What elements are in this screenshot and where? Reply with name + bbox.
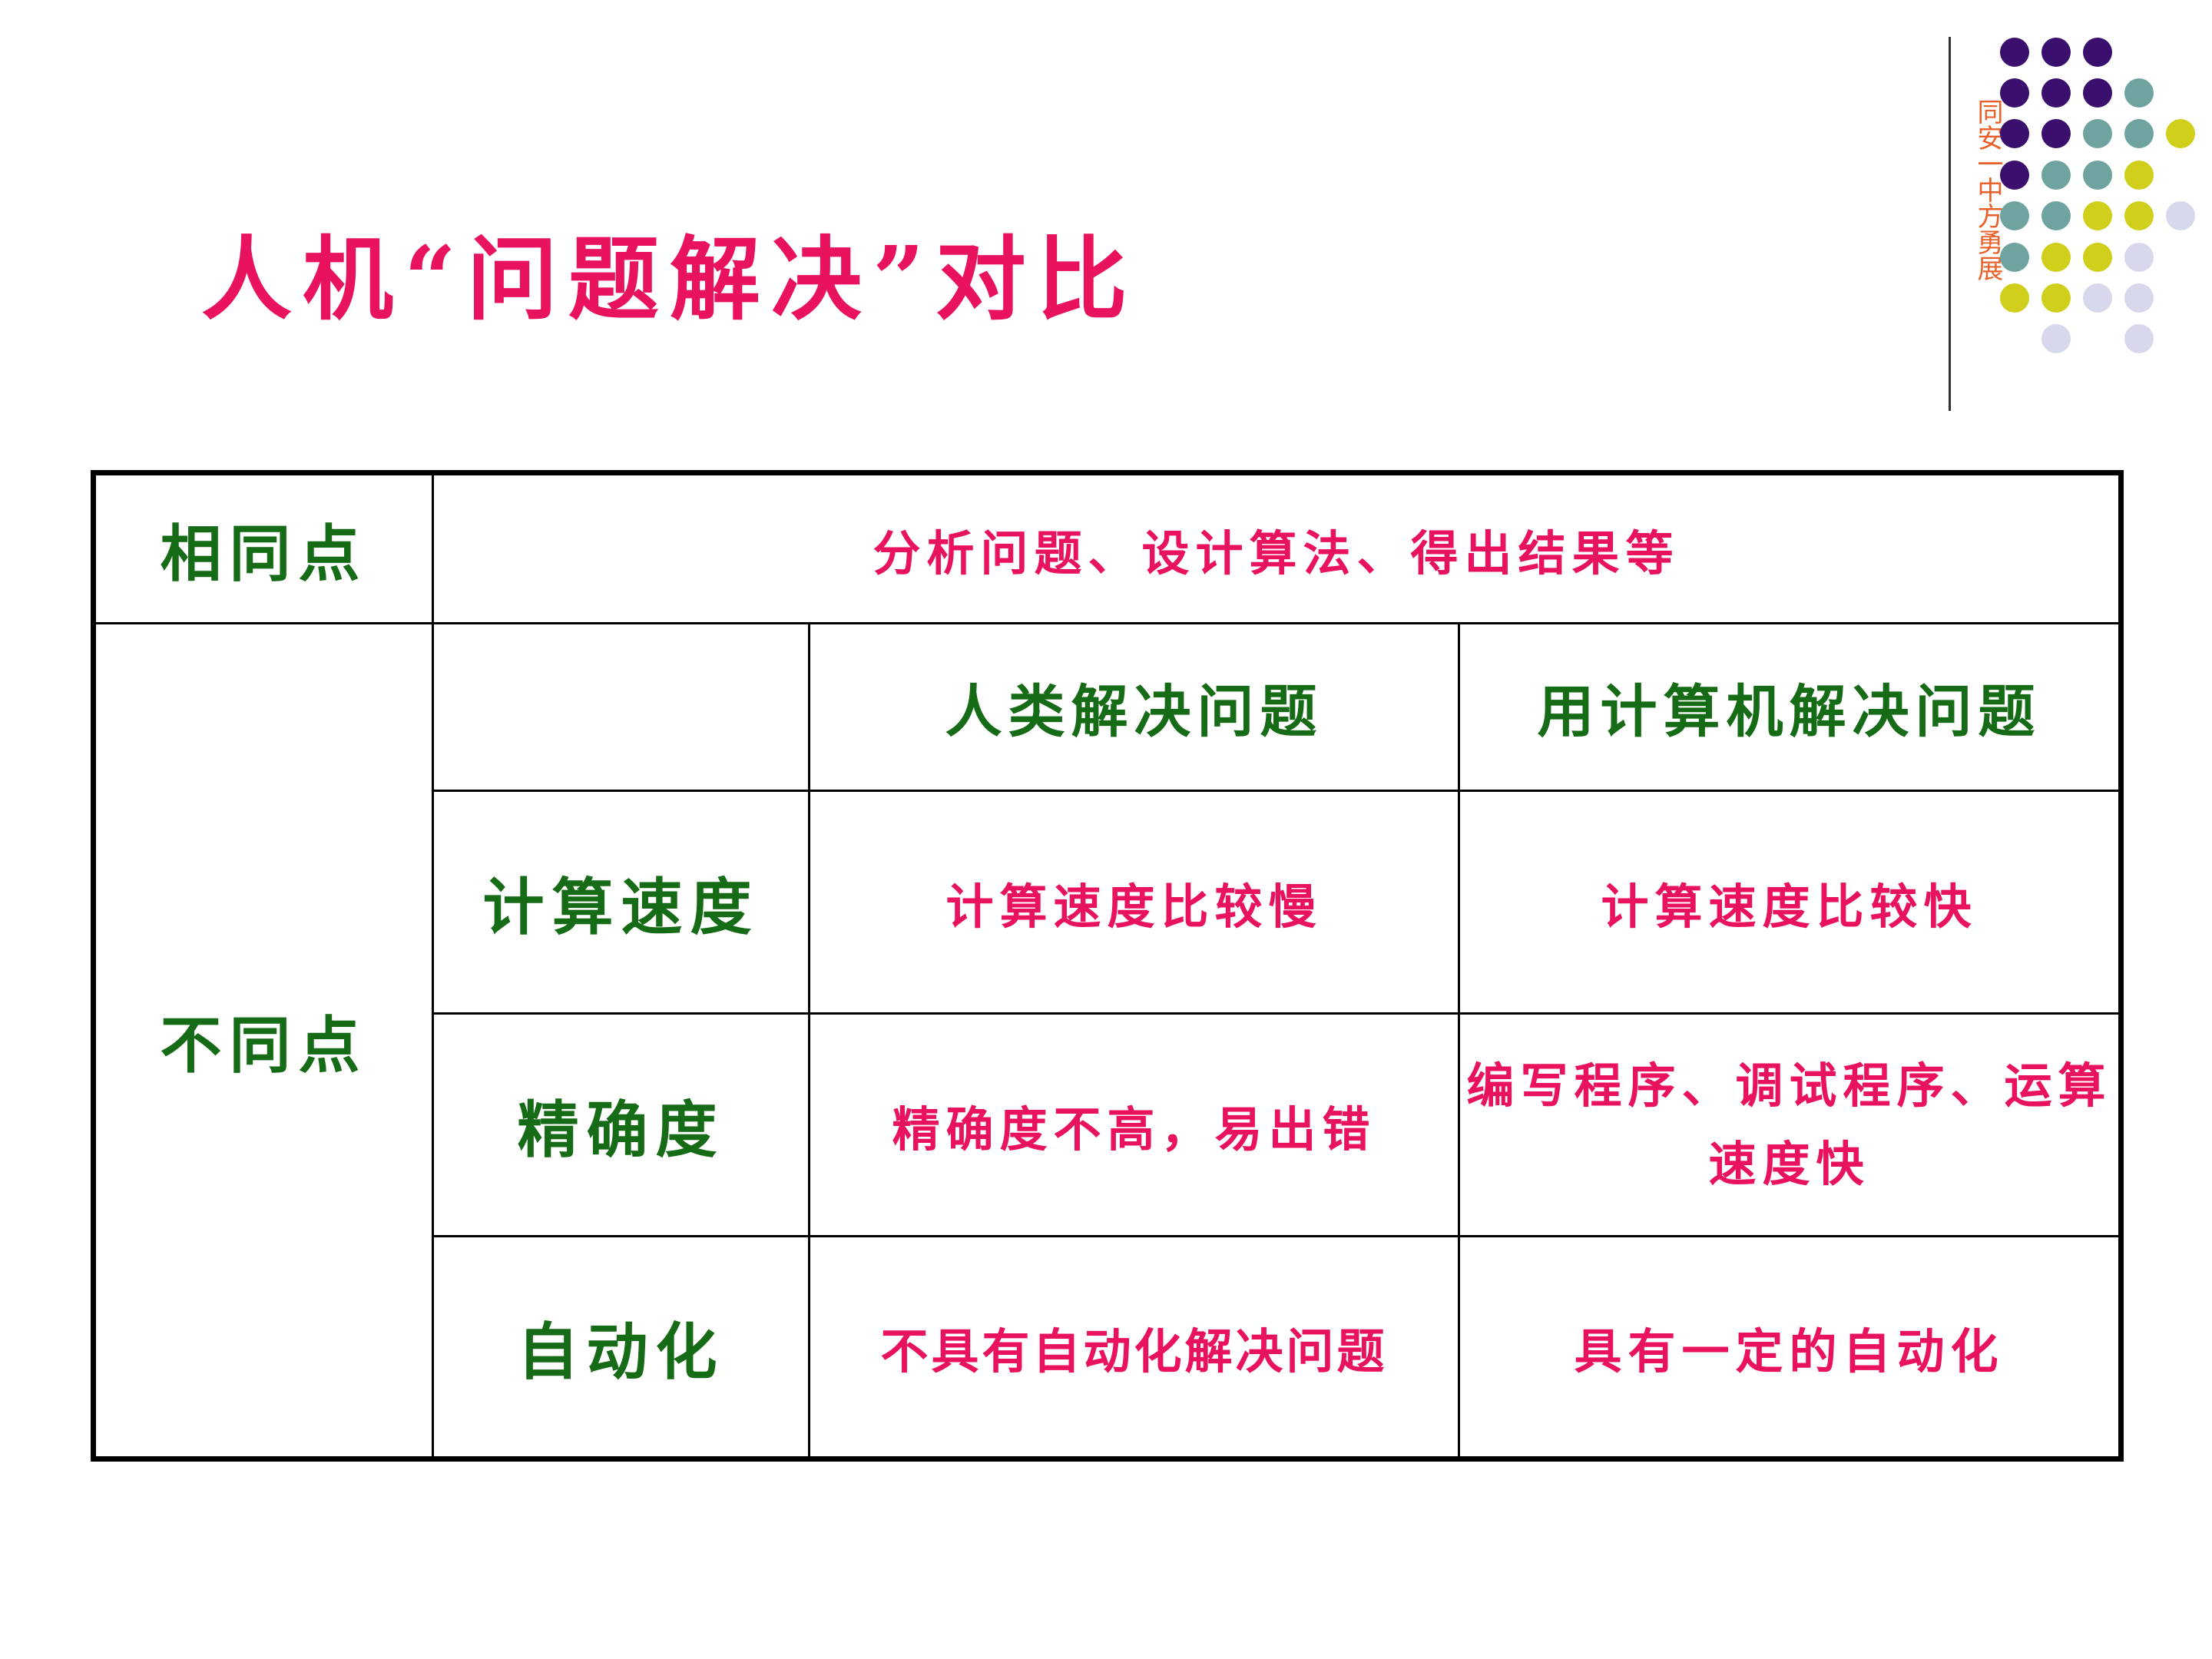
decorative-dot bbox=[2166, 201, 2195, 230]
decorative-dot bbox=[2166, 119, 2195, 148]
decorative-dot bbox=[2124, 119, 2154, 148]
table-row-header: 不同点 人类解决问题 用计算机解决问题 bbox=[92, 622, 2122, 1460]
decorative-dot bbox=[2124, 283, 2154, 313]
decorative-dot bbox=[2124, 201, 2154, 230]
author-credit: 同安一中方勇展 bbox=[1972, 98, 2003, 281]
decorative-dot bbox=[2083, 243, 2112, 272]
table-row: 自动化 不具有自动化解决问题 具有一定的自动化 bbox=[94, 1235, 2122, 1460]
table-row: 计算速度 计算速度比较慢 计算速度比较快 bbox=[94, 790, 2122, 1015]
decorative-dot bbox=[2083, 201, 2112, 230]
decorative-dot bbox=[2041, 38, 2071, 67]
decorative-dot bbox=[2000, 201, 2029, 230]
decorative-dot bbox=[2041, 161, 2071, 190]
decorative-dot bbox=[2124, 324, 2154, 353]
row-label-automation: 自动化 bbox=[432, 1235, 810, 1460]
computer-speed: 计算速度比较快 bbox=[1458, 790, 2122, 1015]
decorative-dot bbox=[2041, 78, 2071, 108]
decorative-dot bbox=[2083, 119, 2112, 148]
diff-label: 不同点 bbox=[92, 622, 434, 1460]
decorative-dot bbox=[2041, 283, 2071, 313]
table-row: 精确度 精确度不高，易出错 编写程序、调试程序、运算速度快 bbox=[94, 1012, 2122, 1237]
decorative-dot bbox=[2000, 243, 2029, 272]
computer-accuracy: 编写程序、调试程序、运算速度快 bbox=[1458, 1012, 2122, 1237]
col-header-human: 人类解决问题 bbox=[808, 622, 1460, 792]
decorative-dot bbox=[2000, 283, 2029, 313]
decorative-dot bbox=[2083, 38, 2112, 67]
human-automation: 不具有自动化解决问题 bbox=[808, 1235, 1460, 1460]
slide-title: 人机“问题解决”对比 bbox=[201, 226, 1138, 333]
decorative-dot bbox=[2124, 243, 2154, 272]
decorative-dot bbox=[2000, 119, 2029, 148]
decorative-dot bbox=[2083, 161, 2112, 190]
divider-line bbox=[1949, 37, 1951, 411]
decorative-dot bbox=[2083, 283, 2112, 313]
decorative-dot bbox=[2041, 324, 2071, 353]
decorative-dot bbox=[2000, 78, 2029, 108]
decorative-dot bbox=[2041, 243, 2071, 272]
same-label: 相同点 bbox=[92, 472, 434, 624]
human-speed: 计算速度比较慢 bbox=[808, 790, 1460, 1015]
decorative-dot bbox=[2000, 38, 2029, 67]
decorative-dot bbox=[2124, 78, 2154, 108]
human-accuracy: 精确度不高，易出错 bbox=[808, 1012, 1460, 1237]
decorative-dot bbox=[2041, 119, 2071, 148]
col-header-computer: 用计算机解决问题 bbox=[1458, 622, 2122, 792]
comparison-table: 相同点 分析问题、设计算法、得出结果等 不同点 人类解决问题 用计算机解决问题 … bbox=[91, 470, 2124, 1462]
decorative-dot bbox=[2083, 78, 2112, 108]
decorative-dot bbox=[2041, 201, 2071, 230]
computer-automation: 具有一定的自动化 bbox=[1458, 1235, 2122, 1460]
row-label-speed: 计算速度 bbox=[432, 790, 810, 1015]
same-value: 分析问题、设计算法、得出结果等 bbox=[432, 472, 2122, 624]
table-row-same: 相同点 分析问题、设计算法、得出结果等 bbox=[92, 472, 2122, 624]
decorative-dot bbox=[2000, 161, 2029, 190]
decorative-dot bbox=[2124, 161, 2154, 190]
row-label-accuracy: 精确度 bbox=[432, 1012, 810, 1237]
empty-header-cell bbox=[432, 622, 810, 792]
